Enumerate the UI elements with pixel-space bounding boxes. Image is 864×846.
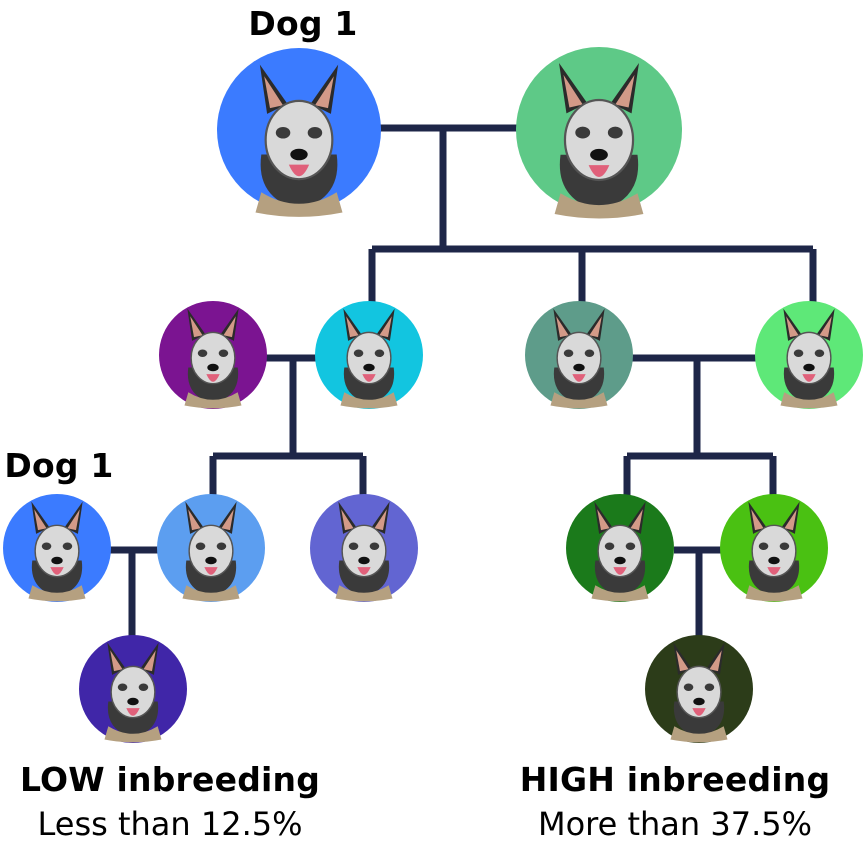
- dog-icon: [335, 501, 393, 602]
- low-inbreeding-subtitle: Less than 12.5%: [37, 805, 303, 843]
- dog-icon: [554, 63, 644, 219]
- connector-lines: [110, 124, 817, 636]
- high-inbreeding-title: HIGH inbreeding: [519, 760, 831, 799]
- dog-nodes: [3, 47, 863, 743]
- left-dog-label: Dog 1: [4, 446, 114, 485]
- dog-icon: [780, 308, 838, 409]
- dog-icon: [550, 308, 608, 409]
- low-inbreeding-title: LOW inbreeding: [19, 760, 321, 799]
- dog-icon: [591, 501, 649, 602]
- dog-icon: [28, 501, 86, 602]
- dog-icon: [340, 308, 398, 409]
- dog-icon: [255, 64, 343, 217]
- high-inbreeding-subtitle: More than 37.5%: [537, 805, 813, 843]
- dog-icon: [184, 308, 242, 409]
- top-dog-label: Dog 1: [248, 4, 358, 43]
- dog-face-illustrations: [28, 63, 838, 743]
- dog-icon: [104, 642, 162, 743]
- dog-icon: [182, 501, 240, 602]
- dog-icon: [745, 501, 803, 602]
- dog-icon: [670, 642, 728, 743]
